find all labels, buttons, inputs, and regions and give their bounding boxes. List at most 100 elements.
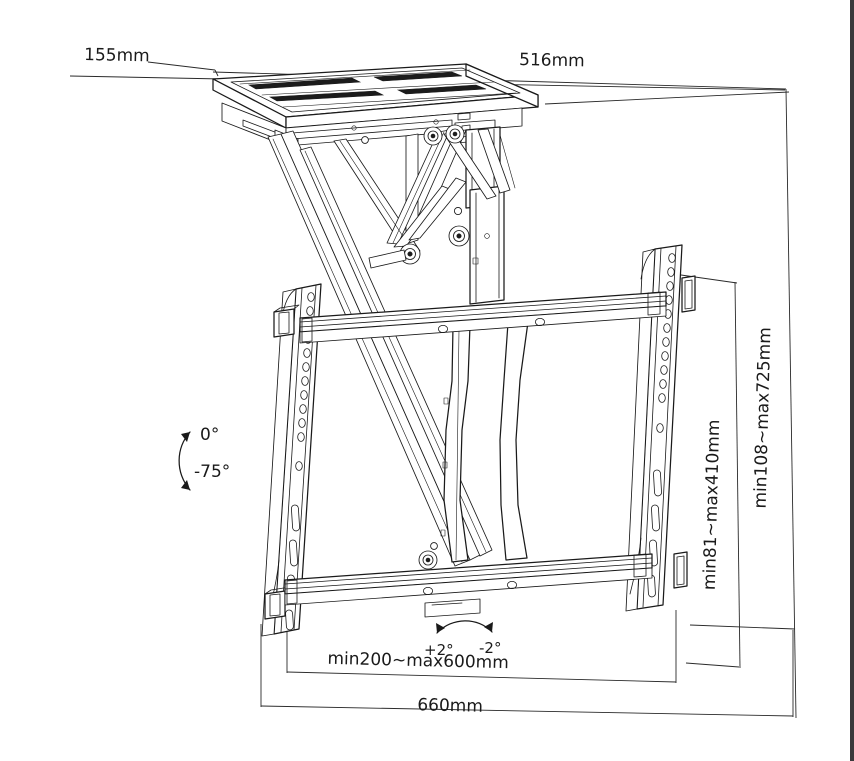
tilt-angle-annotation: +2° -2° [424, 620, 501, 659]
swivel-arrow-top [181, 432, 190, 442]
scissor-fold-b [392, 131, 445, 244]
crossbar-top-bottom-face [299, 305, 667, 344]
swivel-angle-top-label: 0° [200, 425, 219, 445]
scissor-arm-left-long-fold [272, 138, 463, 563]
link-bar-mid [368, 249, 407, 269]
rail-left-hole-11 [297, 432, 305, 442]
rail-right-hole-12 [656, 423, 664, 433]
dim-line-screen-range [286, 671, 677, 683]
crossbar-top-groove-b [299, 300, 667, 328]
dim-line-right-outer [785, 88, 797, 719]
panel-slot-c [440, 529, 446, 537]
tilt-arrow-left [436, 623, 445, 633]
rail-right-lip [625, 248, 656, 612]
rail-right-hole-6 [663, 323, 671, 333]
dimension-labels: 155mm 516mm min81~max410mm min108~max725… [84, 45, 775, 717]
column-screw [484, 233, 490, 239]
dim-tick-inner-bottom [685, 662, 740, 668]
label-screen-range: min200~max600mm [327, 649, 509, 673]
panel-rib-right [499, 321, 529, 561]
crossbar-bottom-left-cap [286, 579, 298, 605]
tilt-lock-tab-line [431, 602, 463, 606]
rail-right-slot-2 [651, 504, 660, 532]
hook-clamp-right-top-body [681, 275, 696, 313]
pivot-mid-c [453, 206, 463, 216]
vesa-rail-right [625, 244, 696, 612]
label-overall-width: 660mm [417, 695, 483, 717]
rail-right-hole-column [656, 253, 676, 433]
pivot-mid-a-core [407, 251, 413, 257]
rail-right-hole-2 [667, 267, 675, 277]
plate-screw-2 [433, 119, 439, 125]
rail-left-slot-1 [291, 504, 300, 532]
scissor-fold-a [339, 140, 415, 254]
scissor-arm-left-long-c [299, 146, 493, 557]
lower-column [469, 185, 505, 305]
swivel-angle-annotation: 0° -75° [178, 425, 230, 491]
rail-left-hole-8 [300, 390, 308, 400]
plate-slot-1 [247, 77, 362, 90]
dim-line-660 [260, 705, 794, 717]
crossbar-top-left-cap [301, 317, 313, 343]
dim-line-right-inner [734, 281, 741, 669]
plate-recess-outline [230, 67, 521, 113]
pivot-top-a-core [430, 133, 436, 139]
rail-right-slot-column [647, 469, 662, 598]
pivot-top-b-core [452, 131, 458, 137]
hook-clamp-left-top-body [273, 308, 295, 338]
label-plate-width: 516mm [519, 50, 585, 71]
swivel-angle-bottom-label: -75° [194, 462, 230, 482]
tv-back-panel [440, 321, 529, 563]
tilt-arrow-right [484, 622, 493, 632]
pivot-joints [361, 124, 470, 570]
label-drop-inner: min81~max410mm [700, 419, 724, 590]
rail-left-hole-2 [306, 306, 314, 316]
rail-left-hole-12 [295, 461, 303, 471]
rail-left-hole-10 [298, 418, 306, 428]
hook-clamp-left-bottom-body [264, 590, 286, 620]
dim-tip-a [214, 69, 219, 77]
hook-clamp-right-bottom[interactable] [673, 551, 688, 589]
hook-clamp-left-top-cap [273, 304, 300, 313]
column-slot [472, 257, 479, 265]
hook-clamp-left-top[interactable] [273, 304, 300, 338]
hook-clamp-left-bottom-inner [269, 593, 281, 617]
panel-rib-left [443, 324, 471, 563]
crossbar-bottom-bottom-face [284, 567, 653, 606]
pivot-bottom-a-core [425, 557, 431, 563]
crossbar-top [299, 291, 667, 344]
rail-right-hole-7 [662, 337, 670, 347]
dim-tick-outer-bottom [689, 624, 796, 630]
rail-left-hole-7 [301, 376, 309, 386]
crossbar-bottom [284, 553, 653, 618]
rail-left-slot-4 [285, 609, 294, 631]
panel-rib-left-fold [455, 329, 460, 561]
crossbar-bottom-screw-1 [422, 587, 433, 596]
plate-groove-c [282, 92, 517, 108]
rail-right-hole-9 [660, 365, 668, 375]
plate-slot-3 [268, 90, 385, 102]
dim-leader-516 [544, 91, 790, 105]
rail-left-fold-a [280, 287, 303, 633]
label-plate-depth: 155mm [84, 45, 150, 66]
hook-clamp-right-top[interactable] [681, 275, 696, 313]
plate-slot-2 [373, 71, 463, 82]
hook-clamp-right-bottom-inner [676, 555, 685, 586]
hook-clamp-right-bottom-body [673, 551, 688, 589]
strut-right-c [499, 134, 516, 189]
scissor-lift-mechanism [267, 124, 516, 570]
crossbar-bottom-end-cap [633, 553, 647, 578]
crossbar-top-end-cap [647, 291, 661, 316]
dim-tick-155 [147, 61, 216, 71]
crossbar-bottom-groove-a [284, 557, 653, 585]
crossbar-bottom-groove-b [284, 562, 653, 590]
swivel-arrow-bottom [181, 480, 190, 490]
pivot-mid-b-core [456, 233, 462, 239]
rail-left-hole-6 [302, 362, 310, 372]
rail-right-hole-1 [668, 253, 676, 263]
rail-right-slot-1 [653, 469, 662, 497]
panel-slot-b [442, 461, 448, 469]
rail-right-fold-b [657, 245, 677, 607]
